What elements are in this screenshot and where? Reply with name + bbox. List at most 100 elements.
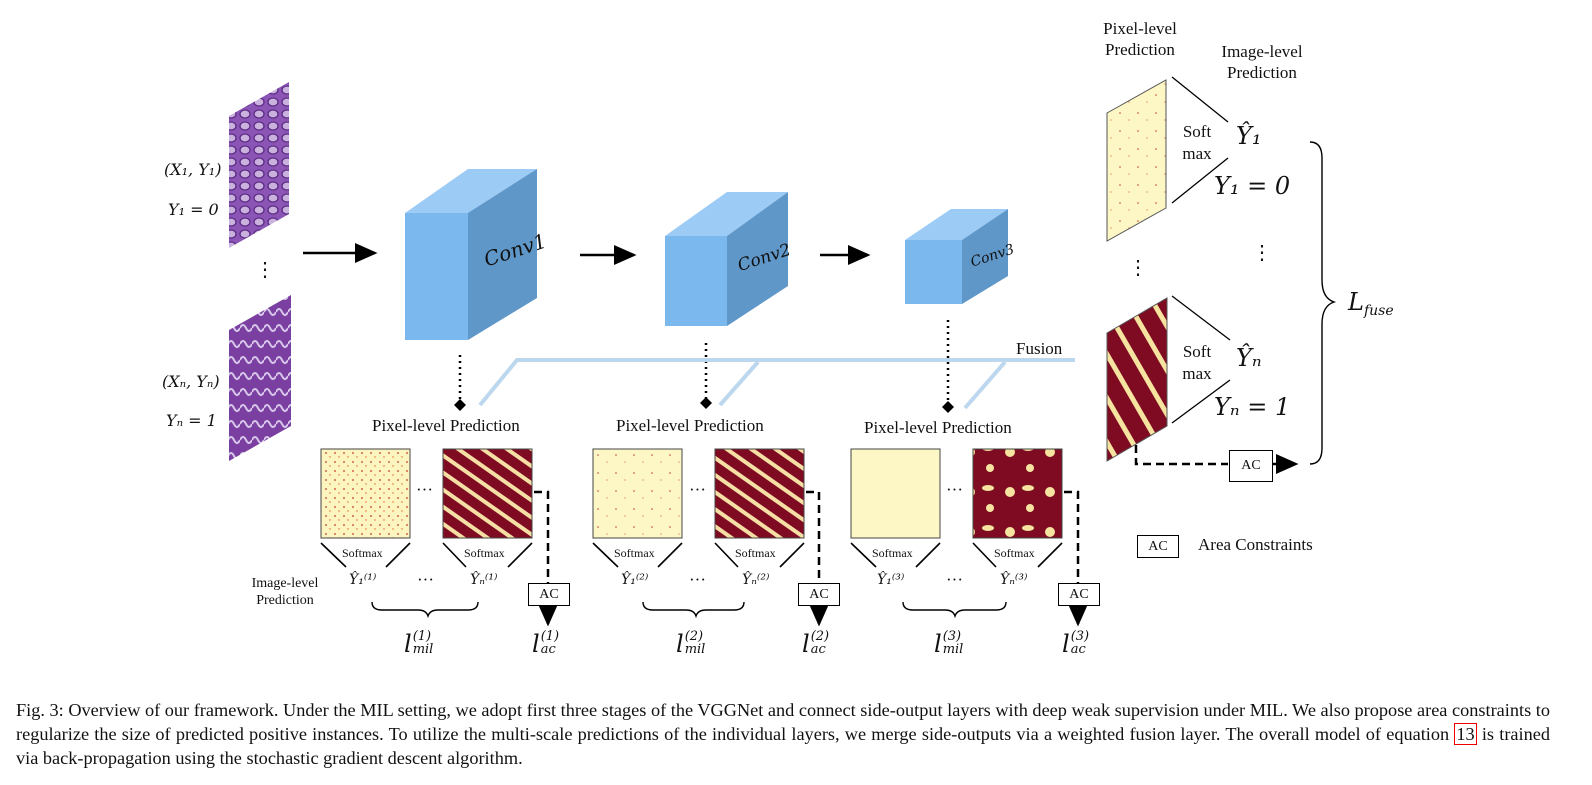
fuse-map-n bbox=[1106, 297, 1168, 462]
mil-1-base: l bbox=[404, 630, 412, 658]
stage3-yhat-dots: ··· bbox=[946, 570, 963, 589]
softmax-label-2b: Softmax bbox=[735, 546, 776, 560]
fuse-soft-1a: Soft bbox=[1182, 122, 1212, 141]
mil-2-sup: (2) bbox=[684, 629, 704, 644]
input-label-n: Yₙ = 1 bbox=[166, 411, 217, 430]
stage2-ac-loss: l(2)ac bbox=[802, 630, 829, 658]
image-level-prediction-label: Image-level Prediction bbox=[242, 575, 328, 609]
stage2-map-n bbox=[714, 448, 805, 539]
stage3-yhat-n: Ŷₙ⁽³⁾ bbox=[1000, 572, 1028, 588]
stage2-yhat-n: Ŷₙ⁽²⁾ bbox=[742, 572, 770, 588]
input-image-1 bbox=[229, 82, 289, 248]
stage3-map-n bbox=[972, 448, 1063, 539]
fuse-y-n: Yₙ = 1 bbox=[1214, 393, 1291, 421]
caption-part2: is trained via back-propagation using th… bbox=[16, 724, 1551, 768]
ac-box-3: AC bbox=[1058, 583, 1100, 606]
fusion-lines bbox=[478, 358, 1075, 410]
stage3-mil-loss: l(3)mil bbox=[934, 630, 963, 658]
fuse-soft-nb: max bbox=[1182, 364, 1212, 383]
input-pair-n: (Xₙ, Yₙ) bbox=[162, 372, 220, 391]
image-level-line2: Prediction bbox=[256, 593, 314, 608]
ac-paths bbox=[534, 445, 1228, 584]
ac-2-sup: (2) bbox=[810, 629, 830, 644]
input-image-n bbox=[229, 295, 291, 461]
stage1-ac-loss: l(1)ac bbox=[532, 630, 559, 658]
input-label-1: Y₁ = 0 bbox=[168, 200, 219, 219]
image-level-line1: Image-level bbox=[251, 576, 319, 591]
softmax-label-1a: Softmax bbox=[342, 546, 383, 560]
fuse-soft-na: Soft bbox=[1182, 342, 1212, 361]
stage1-yhat-n: Ŷₙ⁽¹⁾ bbox=[470, 572, 498, 588]
softmax-label-3a: Softmax bbox=[872, 546, 913, 560]
fuse-image-header-1: Image-level bbox=[1221, 42, 1303, 61]
fuse-ellipsis-right: ⋮ bbox=[1252, 242, 1272, 264]
ac-3-base: l bbox=[1062, 630, 1070, 658]
softmax-label-1b: Softmax bbox=[464, 546, 505, 560]
mil-3-sup: (3) bbox=[942, 629, 962, 644]
fuse-softmax-lines bbox=[1171, 76, 1231, 424]
stage2-map-1 bbox=[592, 448, 683, 539]
framework-diagram bbox=[229, 76, 1337, 627]
softmax-funnels bbox=[320, 542, 1063, 568]
ac-3-sub: ac bbox=[1070, 642, 1086, 657]
input-ellipsis: ⋮ bbox=[255, 259, 275, 281]
fuse-softmax-n: Soft max bbox=[1172, 341, 1222, 385]
fuse-loss-sub: fuse bbox=[1363, 303, 1394, 319]
mil-2-sub: mil bbox=[684, 642, 706, 657]
mil-2-base: l bbox=[676, 630, 684, 658]
stage3-yhat-1: Ŷ₁⁽³⁾ bbox=[877, 572, 905, 588]
ac-2-base: l bbox=[802, 630, 810, 658]
ac-arrows bbox=[538, 604, 1088, 627]
stage1-map-dots: ··· bbox=[416, 480, 433, 499]
stage2-map-dots: ··· bbox=[689, 480, 706, 499]
stage2-yhat-1: Ŷ₁⁽²⁾ bbox=[621, 572, 649, 588]
fuse-image-header-2: Prediction bbox=[1227, 63, 1297, 82]
fusion-label: Fusion bbox=[1016, 339, 1063, 358]
fuse-brace bbox=[1309, 141, 1337, 465]
input-pair-1: (X₁, Y₁) bbox=[164, 160, 222, 179]
stage2-mil-loss: l(2)mil bbox=[676, 630, 705, 658]
softmax-label-2a: Softmax bbox=[614, 546, 655, 560]
mil-3-sub: mil bbox=[942, 642, 964, 657]
fuse-map-1 bbox=[1106, 79, 1167, 242]
caption-part1: Fig. 3: Overview of our framework. Under… bbox=[16, 700, 1550, 744]
fuse-pixel-header-1: Pixel-level bbox=[1103, 19, 1177, 38]
conv2-block bbox=[665, 192, 788, 326]
stage1-map-n bbox=[442, 448, 533, 539]
legend-text: Area Constraints bbox=[1198, 535, 1313, 554]
ac-box-2: AC bbox=[798, 583, 840, 606]
stage3-ac-loss: l(3)ac bbox=[1062, 630, 1089, 658]
ac-2-sub: ac bbox=[810, 642, 826, 657]
stage1-yhat-1: Ŷ₁⁽¹⁾ bbox=[349, 572, 377, 588]
conv1-block bbox=[405, 169, 537, 340]
ac-1-sub: ac bbox=[540, 642, 556, 657]
ac-1-sup: (1) bbox=[540, 629, 560, 644]
figure-caption: Fig. 3: Overview of our framework. Under… bbox=[16, 698, 1550, 770]
conv3-block bbox=[905, 209, 1008, 304]
fuse-ellipsis-left: ⋮ bbox=[1128, 257, 1148, 279]
fuse-loss-base: L bbox=[1348, 288, 1364, 316]
fuse-yhat-1: Ŷ₁ bbox=[1236, 122, 1262, 150]
fuse-pixel-header: Pixel-level Prediction bbox=[1092, 18, 1188, 60]
fuse-yhat-n: Ŷₙ bbox=[1236, 344, 1262, 372]
ac-3-sup: (3) bbox=[1070, 629, 1090, 644]
stage3-pixel-label: Pixel-level Prediction bbox=[864, 418, 1012, 437]
stage1-mil-loss: l(1)mil bbox=[404, 630, 433, 658]
stage1-yhat-dots: ··· bbox=[417, 570, 434, 589]
ac-box-1: AC bbox=[528, 583, 570, 606]
ac-box-fuse: AC bbox=[1229, 450, 1273, 482]
stage3-map-dots: ··· bbox=[946, 480, 963, 499]
stage2-pixel-label: Pixel-level Prediction bbox=[616, 416, 764, 435]
mil-1-sub: mil bbox=[412, 642, 434, 657]
mil-1-sup: (1) bbox=[412, 629, 432, 644]
fuse-image-header: Image-level Prediction bbox=[1212, 41, 1312, 83]
fuse-soft-1b: max bbox=[1182, 144, 1212, 163]
legend-ac-box: AC bbox=[1137, 535, 1179, 558]
fuse-pixel-header-2: Prediction bbox=[1105, 40, 1175, 59]
stage1-pixel-label: Pixel-level Prediction bbox=[372, 416, 520, 435]
fuse-softmax-1: Soft max bbox=[1172, 121, 1222, 165]
fuse-y-1: Y₁ = 0 bbox=[1214, 172, 1291, 200]
equation-ref-link[interactable]: 13 bbox=[1454, 723, 1477, 745]
fuse-loss: Lfuse bbox=[1348, 288, 1394, 319]
stage2-yhat-dots: ··· bbox=[689, 570, 706, 589]
